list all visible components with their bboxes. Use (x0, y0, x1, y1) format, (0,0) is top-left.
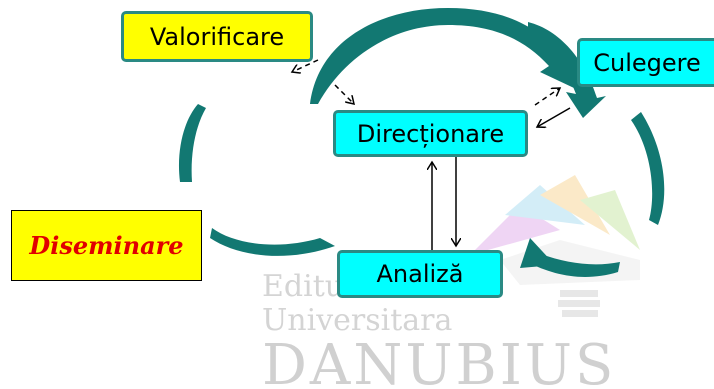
node-directionare: Direcționare (333, 110, 528, 157)
node-diseminare-label: Diseminare (29, 231, 184, 260)
node-culegere: Culegere (577, 38, 714, 87)
cycle-arrow-bottom-left (210, 228, 335, 256)
node-analiza-label: Analiză (376, 260, 464, 288)
watermark-line-3: DANUBIUS (262, 333, 616, 389)
cycle-arrow-top (310, 8, 574, 104)
node-valorificare: Valorificare (121, 11, 313, 62)
dashed-arrow-to-culegere (534, 88, 560, 106)
cycle-arrow-left (178, 104, 206, 182)
cycle-arrow-bottom-right-head (520, 238, 555, 268)
node-culegere-label: Culegere (593, 48, 701, 77)
dashed-arrow-from-valorificare (334, 84, 354, 104)
watermark-books-icon (558, 290, 600, 317)
dashed-arrow-to-valorificare (292, 59, 319, 72)
node-valorificare-label: Valorificare (149, 22, 285, 51)
cycle-arrow-right (631, 112, 665, 225)
dashed-arrow-from-culegere (537, 107, 571, 127)
node-analiza: Analiză (337, 250, 503, 298)
watermark-line-2: Universitara (262, 303, 453, 338)
node-directionare-label: Direcționare (356, 119, 505, 148)
cycle-arrow-right-upper (528, 22, 606, 118)
node-diseminare: Diseminare (11, 210, 202, 281)
cycle-arrow-bottom-right (527, 250, 620, 277)
